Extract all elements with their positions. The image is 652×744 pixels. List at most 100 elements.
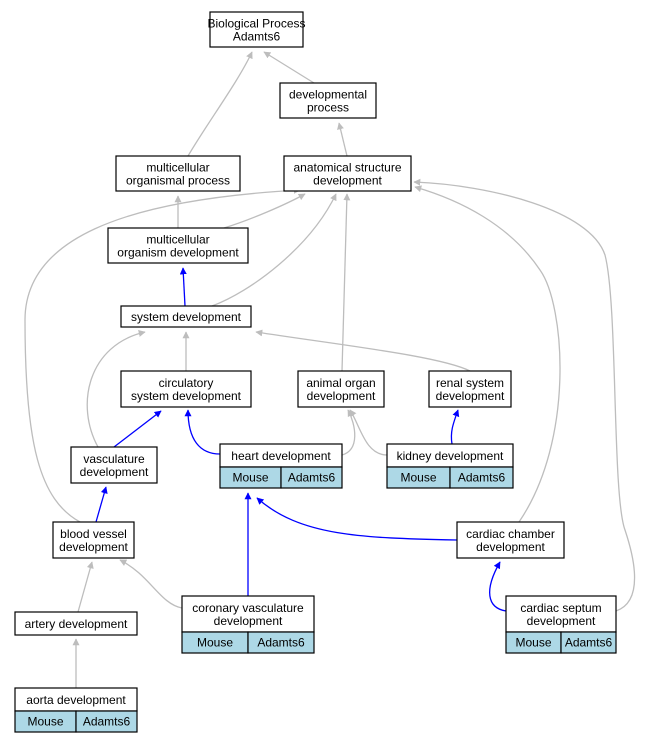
node-label-renal-system-development-line-2: development [436,389,505,403]
node-label-multicellular-organism-development-line-2: organism development [117,246,239,260]
tag-label-cardiac-septum-development-1: Mouse [515,636,551,650]
edge-blood-vessel-development-to-vasculature-development [95,486,108,523]
node-box-renal-system-development [428,370,512,408]
edge-heart-development-to-circulatory-system-development [184,409,221,455]
edge-multicellular-organismal-process-to-biological-process [187,51,253,157]
node-box-blood-vessel-development [52,521,135,559]
edge-cardiac-chamber-development-to-anatomical-structure-development [414,185,561,523]
node-box-developmental-process [279,82,377,119]
node-label-developmental-process-line-1: developmental [289,88,367,102]
node-box-system-development [120,305,252,328]
node-layer: Biological ProcessAdamts6developmentalpr… [14,11,617,733]
node-label-vasculature-development-line-2: development [80,465,149,479]
node-label-coronary-vasculature-development-line-2: development [214,614,283,628]
edge-coronary-vasculature-development-to-blood-vessel-development [119,559,183,609]
edge-system-development-to-anatomical-structure-development [211,193,337,307]
edge-kidney-development-to-animal-organ-development [349,409,388,456]
node-label-biological-process-line-2: Adamts6 [233,30,281,44]
node-label-coronary-vasculature-development-line-1: coronary vasculature [192,601,304,615]
node-label-developmental-process-line-2: process [307,101,349,115]
node-label-kidney-development-line-1: kidney development [397,449,504,463]
node-artery-development[interactable]: artery development [14,611,138,636]
node-label-blood-vessel-development-line-1: blood vessel [60,527,127,541]
edge-blood-vessel-development-to-anatomical-structure-development [24,186,301,523]
edge-cardiac-chamber-development-to-heart-development [256,497,458,541]
edge-artery-development-to-blood-vessel-development [77,561,94,613]
node-label-animal-organ-development-line-2: development [307,389,376,403]
tag-label-heart-development-2: Adamts6 [288,471,336,485]
edge-vasculature-development-to-system-development [86,329,146,448]
node-box-animal-organ-development [297,370,385,408]
node-label-multicellular-organismal-process-line-2: organismal process [126,174,230,188]
node-box-multicellular-organism-development [107,227,249,264]
tag-cell-coronary-vasculature-development-2 [247,631,315,654]
node-label-cardiac-septum-development-line-2: development [527,614,596,628]
node-label-blood-vessel-development-line-2: development [59,540,128,554]
node-label-vasculature-development-line-1: vasculature [83,452,145,466]
node-label-artery-development-line-1: artery development [25,617,128,631]
edge-layer [24,51,636,688]
node-label-renal-system-development-line-1: renal system [436,376,504,390]
tag-label-coronary-vasculature-development-1: Mouse [197,636,233,650]
edge-renal-system-development-to-system-development [255,329,471,372]
node-label-multicellular-organism-development-line-1: multicellular [146,233,209,247]
edge-system-development-to-multicellular-organism-development [179,267,187,307]
edge-developmental-process-to-biological-process [263,51,315,84]
tag-label-kidney-development-2: Adamts6 [458,471,506,485]
node-box-anatomical-structure-development [283,155,412,192]
edge-cardiac-septum-development-to-cardiac-chamber-development [489,561,507,612]
node-label-system-development-line-1: system development [131,310,242,324]
node-label-animal-organ-development-line-1: animal organ [306,376,375,390]
node-box-artery-development [14,611,138,636]
tag-cell-heart-development-2 [280,466,343,489]
node-box-coronary-vasculature-development [181,595,315,633]
node-label-circulatory-system-development-line-2: system development [131,389,242,403]
tag-label-cardiac-septum-development-2: Adamts6 [565,636,613,650]
node-label-circulatory-system-development-line-1: circulatory [159,376,214,390]
node-label-heart-development-line-1: heart development [231,449,331,463]
node-system-development[interactable]: system development [120,305,252,328]
tag-label-kidney-development-1: Mouse [400,471,436,485]
edge-vasculature-development-to-circulatory-system-development [113,410,162,448]
node-box-circulatory-system-development [120,370,252,408]
node-label-cardiac-chamber-development-line-2: development [476,540,545,554]
tag-cell-cardiac-septum-development-2 [560,631,617,654]
node-label-multicellular-organismal-process-line-1: multicellular [146,161,209,175]
node-label-anatomical-structure-development-line-2: development [313,174,382,188]
tag-label-aorta-development-1: Mouse [27,715,63,729]
edge-multicellular-organism-development-to-anatomical-structure-development [223,193,306,229]
node-box-multicellular-organismal-process [115,155,241,192]
node-label-aorta-development-line-1: aorta development [26,693,126,707]
tag-cell-aorta-development-2 [75,710,138,733]
node-box-vasculature-development [70,446,158,484]
node-label-biological-process-line-1: Biological Process [207,17,305,31]
tag-label-heart-development-1: Mouse [232,471,268,485]
tag-label-coronary-vasculature-development-2: Adamts6 [257,636,305,650]
tag-label-aorta-development-2: Adamts6 [83,715,131,729]
edge-cardiac-septum-development-to-anatomical-structure-development [413,178,636,612]
tag-cell-kidney-development-2 [449,466,514,489]
edge-anatomical-structure-development-to-developmental-process [337,122,348,157]
node-label-anatomical-structure-development-line-1: anatomical structure [293,161,401,175]
edge-kidney-development-to-renal-system-development [450,409,460,445]
edge-animal-organ-development-to-anatomical-structure-development [341,193,351,372]
node-box-cardiac-septum-development [505,595,617,633]
node-label-cardiac-chamber-development-line-1: cardiac chamber [466,527,555,541]
